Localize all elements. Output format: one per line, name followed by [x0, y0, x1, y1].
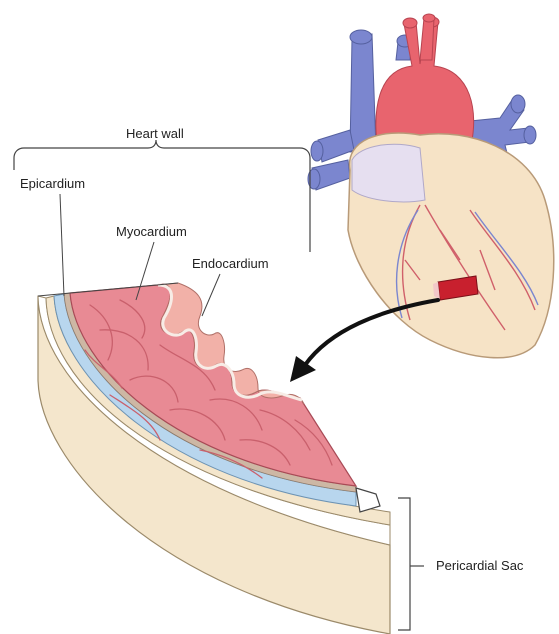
- epicardium-label: Epicardium: [20, 176, 85, 191]
- aorta: [376, 14, 474, 150]
- myocardium-label: Myocardium: [116, 224, 187, 239]
- heart-illustration: [308, 14, 554, 358]
- right-atrium: [352, 144, 425, 202]
- heart-wall-label: Heart wall: [126, 126, 184, 141]
- epicardium-leader: [60, 194, 64, 296]
- endocardium-label: Endocardium: [192, 256, 269, 271]
- pericardial-sac-label: Pericardial Sac: [436, 558, 524, 573]
- endocardium-leader: [202, 274, 220, 316]
